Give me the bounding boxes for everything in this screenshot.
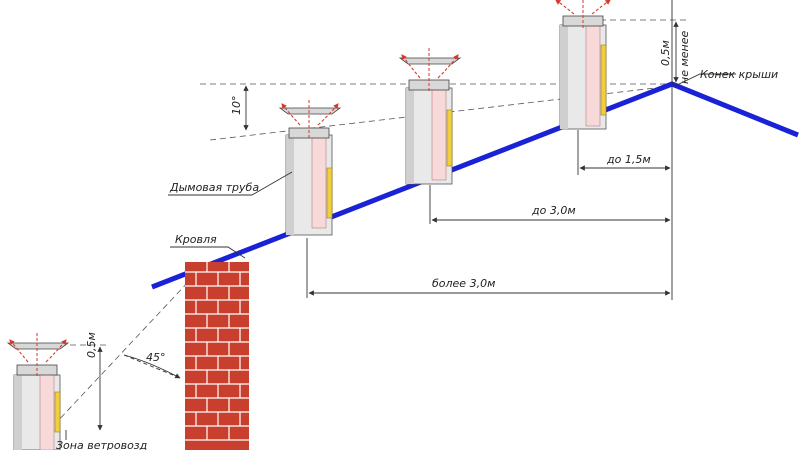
leader-roof xyxy=(170,246,246,259)
chimney-pipe-4 xyxy=(6,333,70,450)
ridge-label: Конек крыши xyxy=(700,68,778,81)
chimney-pipe-2 xyxy=(398,48,462,185)
more-3-0-label: более 3,0м xyxy=(432,277,495,290)
roof-label: Кровля xyxy=(175,233,217,246)
forty-five-label: 45° xyxy=(146,351,166,364)
up-to-3-0-label: до 3,0м xyxy=(531,204,576,217)
brick-wall xyxy=(185,262,249,450)
wind-zone-label: Зона ветровозд xyxy=(56,439,147,450)
arc-45 xyxy=(123,354,181,379)
not-less-label: не менее xyxy=(678,31,691,84)
smoke-pipe-label: Дымовая труба xyxy=(169,181,259,194)
chimney-pipe-1 xyxy=(278,100,342,236)
forty-five-degree-line xyxy=(39,279,191,441)
up-to-1-5-label: до 1,5м xyxy=(606,153,651,166)
half-meter-top-label: 0,5м xyxy=(659,40,672,66)
leader-smoke-pipe xyxy=(168,171,293,196)
half-meter-bottom-label: 0,5м xyxy=(85,332,98,358)
ten-degree-label: 10° xyxy=(230,96,243,116)
chimney-pipe-3 xyxy=(555,0,611,130)
leader-ridge xyxy=(674,73,736,87)
arc-45-ref xyxy=(123,354,181,379)
